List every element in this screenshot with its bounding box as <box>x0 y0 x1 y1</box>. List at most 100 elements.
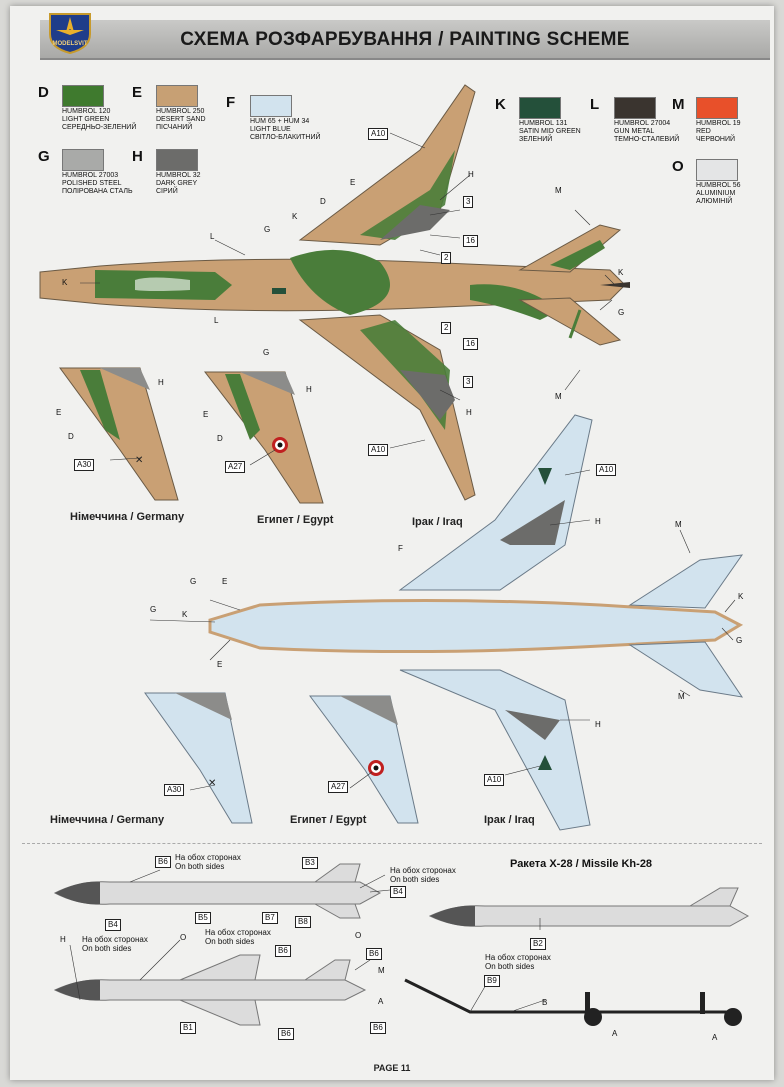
decal-3b: 3 <box>463 376 474 388</box>
missile-2 <box>53 954 367 1026</box>
fin-egypt-blue <box>309 695 419 824</box>
svg-text:✕: ✕ <box>208 778 216 789</box>
svg-text:✕: ✕ <box>135 455 143 466</box>
swatch-text: LIGHT BLUE <box>250 126 291 133</box>
decal-b6-2: B6 <box>275 945 291 957</box>
note-both-en-5: On both sides <box>485 962 535 971</box>
missile-kh28 <box>428 887 750 927</box>
callout-o-missile: O <box>180 933 187 942</box>
modelsvit-logo: MODELSVIT <box>46 8 94 54</box>
swatch-letter: F <box>226 94 236 111</box>
missile-title: Ракета Х-28 / Missile Kh-28 <box>510 858 653 870</box>
page-number: PAGE 11 <box>373 1063 411 1073</box>
swatch-letter: H <box>132 148 143 165</box>
swatch-color-chip <box>519 97 561 119</box>
decal-b6-4: B6 <box>278 1028 294 1040</box>
swatch-text: HUMBROL 120 <box>62 108 111 115</box>
swatch-letter: O <box>672 158 684 175</box>
country-egypt: Египет / Egypt <box>257 514 334 526</box>
decal-a30: A30 <box>74 459 95 471</box>
callout-e-under: E <box>222 577 228 586</box>
swatch-text: HUMBROL 19 <box>696 120 741 127</box>
swatch-text: СІРИЙ <box>156 188 178 195</box>
callout-g-under2: G <box>150 605 157 614</box>
callout-k-nose: K <box>62 278 68 287</box>
note-both-ua: На обох сторонах <box>175 853 241 862</box>
decal-a27-2: A27 <box>328 781 349 793</box>
note-both-ua-3: На обох сторонах <box>82 935 148 944</box>
country-egypt-2: Египет / Egypt <box>290 814 367 826</box>
top-view-aircraft <box>39 84 630 501</box>
note-both-ua-2: На обох сторонах <box>390 866 456 875</box>
fin-germany-camo <box>59 367 179 501</box>
swatch-text: POLISHED STEEL <box>62 180 122 187</box>
note-both-en-4: On both sides <box>205 937 255 946</box>
country-iraq: Ірак / Iraq <box>412 516 463 528</box>
callout-h-fin2: H <box>306 385 312 394</box>
callout-d-fin2: D <box>217 434 223 443</box>
swatch-text: DARK GREY <box>156 180 198 187</box>
note-both-en-2: On both sides <box>390 875 440 884</box>
swatch-letter: D <box>38 84 49 101</box>
callout-g-under-tail: G <box>736 636 743 645</box>
decal-b7: B7 <box>262 912 278 924</box>
callout-k-tail: K <box>618 268 624 277</box>
callout-h-under2: H <box>595 720 601 729</box>
swatch-text: SATIN MID GREEN <box>519 128 581 135</box>
swatch-color-chip <box>696 159 738 181</box>
country-iraq-2: Ірак / Iraq <box>484 814 535 826</box>
callout-g: G <box>264 225 271 234</box>
decal-a10-under2: A10 <box>484 774 505 786</box>
bottom-view-aircraft <box>208 414 744 831</box>
missile-1 <box>53 863 382 919</box>
callout-a-missile: A <box>378 997 384 1006</box>
swatch-text: ТЕМНО-СТАЛЕВИЙ <box>614 136 680 143</box>
decal-a10-wing: A10 <box>368 444 389 456</box>
decal-b6: B6 <box>155 856 171 868</box>
callout-a-trolley2: A <box>712 1033 718 1042</box>
callout-d: D <box>320 197 326 206</box>
fin-egypt-camo <box>203 371 324 504</box>
callout-m-under: M <box>675 520 682 529</box>
decal-b1: B1 <box>180 1022 196 1034</box>
swatch-text: HUMBROL 56 <box>696 182 741 189</box>
swatch-text: АЛЮМІНІЙ <box>696 198 733 205</box>
callout-e-under2: E <box>217 660 223 669</box>
decal-a10-under: A10 <box>596 464 617 476</box>
callout-l-2: L <box>214 316 219 325</box>
callout-h-fin1: H <box>158 378 164 387</box>
decal-3: 3 <box>463 196 474 208</box>
swatch-text: ALUMINIUM <box>696 190 736 197</box>
callout-f: F <box>398 544 403 553</box>
callout-e-fin2: E <box>203 410 209 419</box>
section-divider <box>22 843 762 844</box>
decal-2b: 2 <box>441 322 452 334</box>
callout-m-under2: M <box>678 692 685 701</box>
swatch-text: HUMBROL 250 <box>156 108 205 115</box>
callout-g-under: G <box>190 577 197 586</box>
swatch-text: ПІСЧАНИЙ <box>156 124 193 131</box>
swatch-text: HUMBROL 32 <box>156 172 201 179</box>
note-both-ua-4: На обох сторонах <box>205 928 271 937</box>
note-both-ua-5: На обох сторонах <box>485 953 551 962</box>
decal-a10-top: A10 <box>368 128 389 140</box>
decal-b3: B3 <box>302 857 318 869</box>
swatch-letter: E <box>132 84 143 101</box>
swatch-letter: L <box>590 96 600 113</box>
swatch-text: GUN METAL <box>614 128 655 135</box>
decal-b2: B2 <box>530 938 546 950</box>
decal-b4: B4 <box>390 886 406 898</box>
swatch-letter: K <box>495 96 506 113</box>
swatch-text: HUM 65 + HUM 34 <box>250 118 310 125</box>
swatch-color-chip <box>250 95 292 117</box>
callout-e-fin1: E <box>56 408 62 417</box>
trolley <box>404 978 742 1026</box>
swatch-text: ПОЛІРОВАНА СТАЛЬ <box>62 188 133 195</box>
swatch-color-chip <box>696 97 738 119</box>
decal-b6-5: B6 <box>370 1022 386 1034</box>
callout-m: M <box>555 186 562 195</box>
decal-b5: B5 <box>195 912 211 924</box>
callout-m-2: M <box>555 392 562 401</box>
swatch-text: СВІТЛО-БЛАКИТНИЙ <box>250 134 321 141</box>
